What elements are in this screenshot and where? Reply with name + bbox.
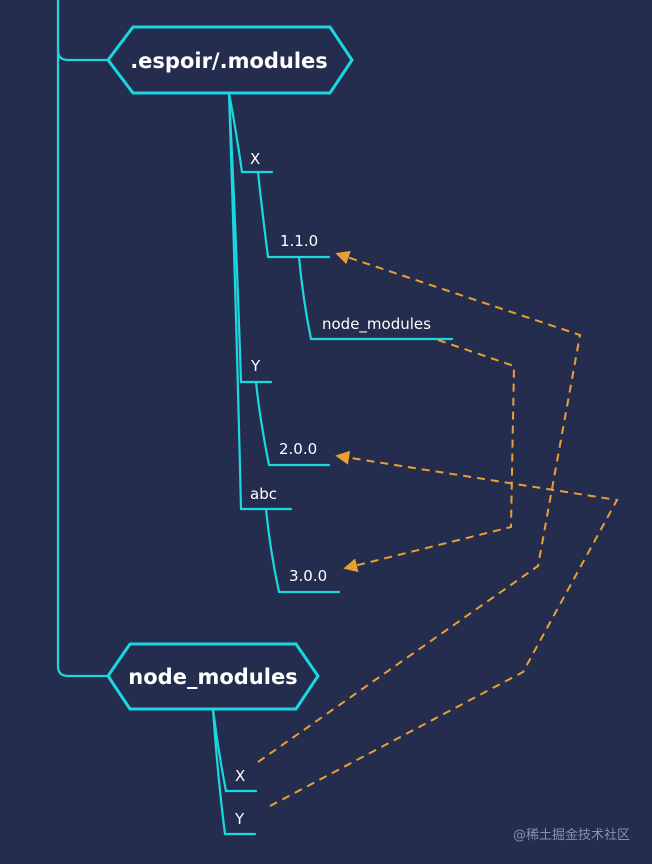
espoir-modules-label: .espoir/.modules (130, 49, 328, 73)
root-x-label: X (235, 767, 245, 785)
root-trunk-lower (56, 48, 110, 678)
watermark-text: @稀土掘金技术社区 (513, 827, 630, 843)
y-label: Y (250, 357, 261, 375)
x-version-label: 1.1.0 (280, 232, 318, 250)
branch-x (227, 91, 274, 174)
branch-abc-version (264, 507, 341, 594)
link-root-y-to-2-0-0 (269, 450, 619, 807)
abc-label: abc (250, 485, 277, 503)
branch-y-version (254, 380, 331, 467)
abc-version-label: 3.0.0 (289, 567, 327, 585)
root-node-modules-node[interactable]: node_modules (106, 642, 320, 711)
link-root-x-to-1-1-0 (257, 250, 582, 763)
branch-abc (227, 91, 293, 511)
branch-x-node-modules (297, 255, 454, 341)
branch-x-version (256, 170, 331, 259)
root-node-modules-label: node_modules (128, 665, 297, 689)
espoir-modules-node[interactable]: .espoir/.modules (106, 25, 354, 95)
branch-root-y (211, 707, 257, 836)
x-node-modules-label: node_modules (322, 315, 431, 334)
link-node-modules-to-3-0-0 (343, 339, 516, 573)
root-y-label: Y (234, 810, 245, 828)
y-version-label: 2.0.0 (279, 440, 317, 458)
root-trunk (56, 0, 110, 62)
x-label: X (250, 150, 260, 168)
